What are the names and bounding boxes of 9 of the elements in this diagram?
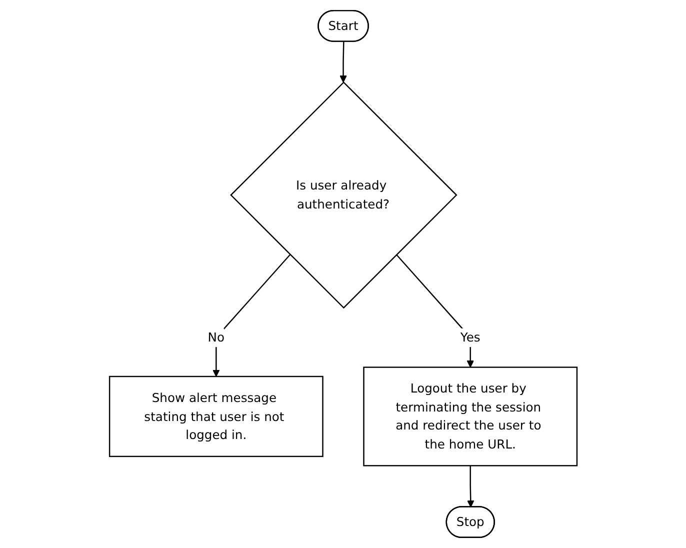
arrow	[212, 254, 290, 377]
node-diamond: Is user already authenticated?	[230, 81, 458, 309]
edge-label: Yes	[460, 330, 480, 345]
arrow	[396, 254, 474, 368]
arrow	[339, 42, 347, 83]
node-box: Logout the user by terminating the session and redirect the user to the home URL.	[362, 366, 578, 466]
edge-label: No	[208, 330, 224, 345]
node-box: Show alert message stating that user is not logged in.	[108, 376, 324, 458]
arrow	[466, 466, 474, 508]
